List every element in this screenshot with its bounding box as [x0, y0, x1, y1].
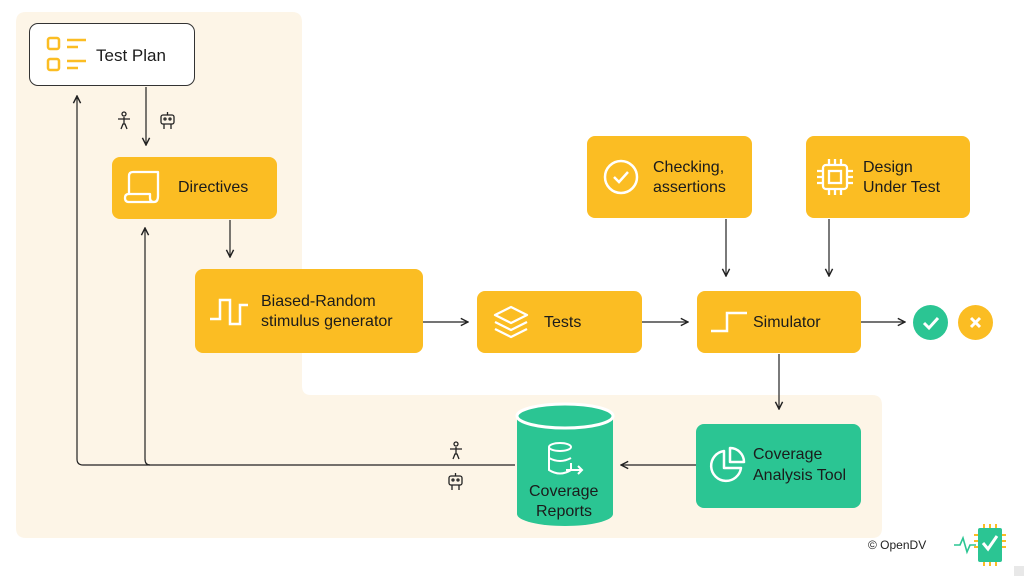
pass-result: [913, 305, 948, 340]
fail-result: [958, 305, 993, 340]
pulse-wave-icon: [210, 298, 248, 326]
chip-icon: [817, 159, 853, 195]
human-loop-zone: [16, 12, 882, 538]
dut-label-line1: Design: [863, 159, 913, 176]
tests-label: Tests: [544, 314, 582, 331]
corner-marker: [1014, 566, 1024, 576]
dut-label-line2: Under Test: [863, 179, 941, 196]
stimulus-label-line2: stimulus generator: [261, 313, 393, 330]
layers-icon: [493, 305, 529, 339]
test-plan-label: Test Plan: [96, 46, 166, 65]
stimulus-generator-box: Biased-Random stimulus generator: [195, 269, 423, 353]
coverage-reports-cylinder: [515, 402, 615, 526]
checklist-icon: [46, 36, 86, 72]
simulator-box: Simulator: [697, 291, 861, 353]
checking-label-line2: assertions: [653, 179, 726, 196]
database-export-icon: [548, 442, 584, 475]
robot-icon: [160, 112, 175, 129]
checking-assertions-box: Checking, assertions: [587, 136, 752, 218]
check-circle-icon: [603, 159, 639, 195]
coverage-reports-label-line2: Reports: [536, 503, 593, 520]
person-icon: [118, 111, 130, 130]
copyright-text: © OpenDV: [868, 538, 927, 552]
feedback-to-testplan: [77, 96, 515, 466]
feedback-to-directives: [145, 228, 151, 466]
check-icon: [922, 316, 940, 331]
test-plan-box: Test Plan: [29, 23, 195, 86]
stimulus-label-line1: Biased-Random: [261, 293, 376, 310]
cross-icon: [969, 316, 982, 329]
coverage-analysis-tool-box: Coverage Analysis Tool: [696, 424, 861, 508]
directives-box: Directives: [112, 157, 277, 219]
directives-label: Directives: [178, 179, 249, 196]
checking-label-line1: Checking,: [653, 159, 725, 176]
step-wave-icon: [711, 311, 747, 333]
design-under-test-box: Design Under Test: [806, 136, 970, 218]
pie-chart-icon: [709, 446, 746, 483]
person-icon: [450, 441, 462, 460]
tests-box: Tests: [477, 291, 642, 353]
robot-icon: [448, 473, 463, 490]
simulator-label: Simulator: [753, 314, 821, 331]
scroll-icon: [123, 170, 160, 204]
coverage-tool-label-line2: Analysis Tool: [753, 467, 847, 484]
opendv-logo-icon: [954, 524, 1006, 566]
coverage-tool-label-line1: Coverage: [753, 446, 823, 463]
coverage-reports-label-line1: Coverage: [529, 483, 599, 500]
